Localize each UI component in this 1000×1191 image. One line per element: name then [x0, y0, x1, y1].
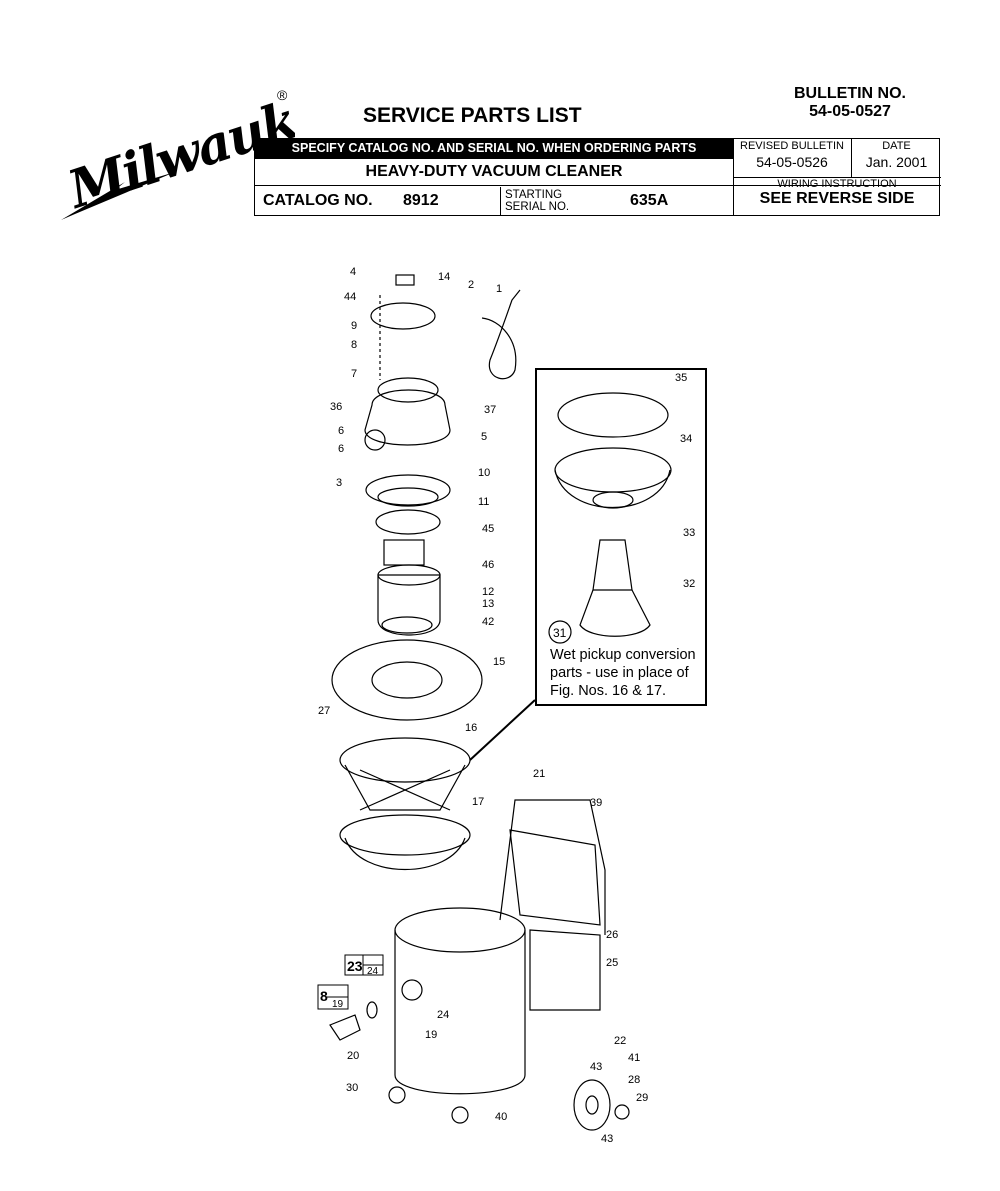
part-label: 11 — [478, 496, 489, 508]
power-cord-part — [481, 289, 521, 380]
part-label: 37 — [484, 404, 496, 416]
hose-fitting-part — [329, 1014, 361, 1041]
part-label: 5 — [481, 431, 487, 443]
bulletin-label: BULLETIN NO. — [794, 85, 906, 102]
product-name: HEAVY-DUTY VACUUM CLEANER — [255, 158, 733, 185]
gasket-35-part — [557, 392, 669, 438]
motor-cover-part — [364, 389, 451, 446]
part-label: 19 — [425, 1029, 437, 1041]
part-label: 17 — [472, 796, 484, 808]
drum-rim-part — [394, 907, 526, 953]
wiring-value: SEE REVERSE SIDE — [759, 190, 915, 207]
part-label: 30 — [346, 1082, 358, 1094]
part-label: 34 — [680, 433, 692, 445]
motor-top-part — [383, 539, 425, 566]
part-label: 6 — [338, 425, 344, 437]
drum-20-part — [394, 930, 526, 1095]
note-line: Wet pickup conversion — [550, 647, 696, 663]
part-label: 39 — [590, 797, 602, 809]
part-label: 46 — [482, 559, 494, 571]
caster-30-part — [388, 1086, 406, 1104]
part-label: 28 — [628, 1074, 640, 1086]
wet-pickup-note: Wet pickup conversion parts - use in pla… — [550, 646, 710, 700]
note-line: parts - use in place of — [550, 665, 689, 681]
part-label: 21 — [533, 768, 545, 780]
ring-10-part — [365, 474, 451, 506]
revised-bulletin-number: 54-05-0526 — [756, 154, 828, 170]
part-label: 7 — [351, 368, 357, 380]
part-label: 8 — [351, 339, 357, 351]
wheel-41-part — [573, 1079, 611, 1131]
filter-16-part — [339, 737, 471, 783]
part-label: 16 — [465, 722, 477, 734]
part-label: 43 — [590, 1061, 602, 1073]
part-label: 6 — [338, 443, 344, 455]
note-line: Fig. Nos. 16 & 17. — [550, 683, 667, 699]
ring-11-part — [375, 509, 441, 535]
shutoff-32-part — [579, 589, 651, 637]
part-label: 44 — [344, 291, 356, 303]
serial-label: STARTING SERIAL NO. — [500, 187, 569, 216]
part-label: 20 — [347, 1050, 359, 1062]
part-label: 10 — [478, 467, 490, 479]
serial-no-label: SERIAL NO. — [505, 201, 570, 213]
specify-banner: SPECIFY CATALOG NO. AND SERIAL NO. WHEN … — [255, 139, 733, 158]
boxed-part-label: 23 — [347, 958, 363, 974]
part-label: 41 — [628, 1052, 640, 1064]
handle-21-part — [499, 799, 606, 935]
part-label: 14 — [438, 271, 450, 283]
caster-40-part — [451, 1106, 469, 1124]
lid-15-part — [331, 639, 483, 721]
part-label: 9 — [351, 320, 357, 332]
part-label: 15 — [493, 656, 505, 668]
part-label: 33 — [683, 527, 695, 539]
part-label: 1 — [496, 283, 502, 295]
boxed-part-label: 8 — [320, 988, 328, 1004]
date-value: Jan. 2001 — [865, 154, 928, 170]
part-label: 2 — [468, 279, 474, 291]
boxed-part-label: 24 — [367, 966, 379, 977]
starting-label: STARTING — [505, 189, 563, 201]
part-label: 12 — [482, 586, 494, 598]
wet-pickup-callout-box — [535, 368, 707, 706]
switch-part — [395, 274, 415, 286]
part-label: 3 — [336, 477, 342, 489]
part-label: 25 — [606, 957, 618, 969]
part-label: 35 — [675, 372, 687, 384]
catalog-label: CATALOG NO. — [263, 192, 373, 209]
bulletin-block: BULLETIN NO. 54-05-0527 — [760, 85, 940, 121]
registered-mark: ® — [277, 87, 288, 103]
part-label: 29 — [636, 1092, 648, 1104]
part-label: 13 — [482, 598, 494, 610]
boxed-part-label: 19 — [332, 999, 344, 1010]
part-label: 45 — [482, 523, 494, 535]
gasket-42-part — [381, 616, 433, 634]
bulletin-number: 54-05-0527 — [809, 103, 891, 120]
part-label: 36 — [330, 401, 342, 413]
header-table: SPECIFY CATALOG NO. AND SERIAL NO. WHEN … — [254, 138, 941, 216]
part-label: 22 — [614, 1035, 626, 1047]
part-label: 24 — [437, 1009, 449, 1021]
exploded-parts-diagram: 4 14 2 1 44 9 8 7 36 37 6 5 6 3 10 11 45… — [317, 266, 695, 1145]
wiring-label: WIRING INSTRUCTION — [777, 178, 897, 190]
date-label: DATE — [882, 140, 911, 152]
filter-17-part — [339, 814, 471, 856]
part-label: 27 — [318, 705, 330, 717]
part-label: 32 — [683, 578, 695, 590]
callout-number: 31 — [553, 626, 567, 640]
page-title: SERVICE PARTS LIST — [363, 104, 582, 127]
part-label: 43 — [601, 1133, 613, 1145]
part-label: 42 — [482, 616, 494, 628]
motor-part — [377, 574, 441, 636]
part-label: 26 — [606, 929, 618, 941]
serial-number: 635A — [630, 192, 669, 209]
part-label: 4 — [350, 266, 356, 278]
revised-bulletin-label: REVISED BULLETIN — [740, 140, 844, 152]
top-plate-part — [370, 302, 436, 330]
part-label: 40 — [495, 1111, 507, 1123]
catalog-number: 8912 — [403, 192, 439, 209]
